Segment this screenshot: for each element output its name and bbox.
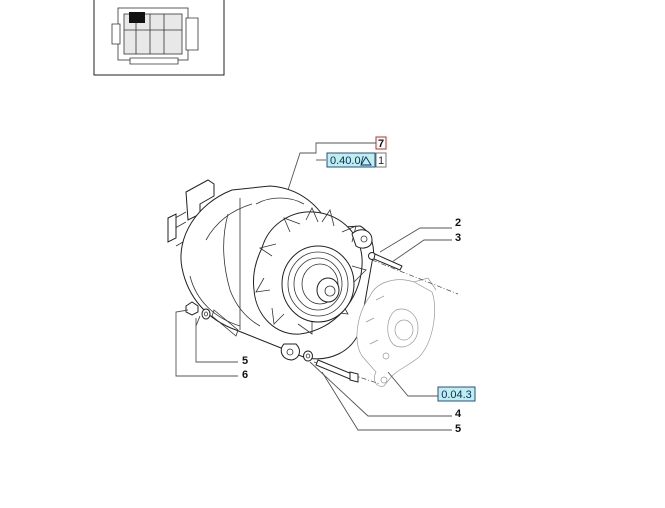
callout-6[interactable]: 6 xyxy=(242,369,248,381)
washer-lower xyxy=(303,350,313,362)
bolt-lower xyxy=(315,359,359,383)
mounting-bracket xyxy=(356,277,437,387)
svg-text:0.04.3: 0.04.3 xyxy=(441,389,472,401)
reference-box-side[interactable]: 0.04.3 xyxy=(437,386,476,402)
bolt-upper xyxy=(368,252,403,271)
svg-text:7: 7 xyxy=(378,138,384,150)
engine-locator-thumbnail[interactable] xyxy=(93,0,225,76)
callout-4[interactable]: 4 xyxy=(455,408,462,420)
callout-5-lower[interactable]: 5 xyxy=(455,423,461,435)
reference-box-top[interactable]: 0.40.0/ xyxy=(326,152,376,168)
callout-2[interactable]: 2 xyxy=(455,217,461,229)
callout-5-left[interactable]: 5 xyxy=(242,355,248,367)
svg-text:0.40.0/: 0.40.0/ xyxy=(330,155,365,167)
callout-3[interactable]: 3 xyxy=(455,232,461,244)
quantity-box-top: 1 xyxy=(375,152,387,168)
leader-7 xyxy=(285,142,376,197)
washer-left xyxy=(201,308,211,320)
highlighted-component xyxy=(129,12,145,23)
svg-text:1: 1 xyxy=(378,155,384,167)
nut-left xyxy=(185,301,199,316)
item-box-7[interactable]: 7 xyxy=(375,136,387,150)
alternator xyxy=(167,179,374,361)
warning-triangle-icon xyxy=(360,156,372,166)
leader-lines xyxy=(175,227,452,431)
